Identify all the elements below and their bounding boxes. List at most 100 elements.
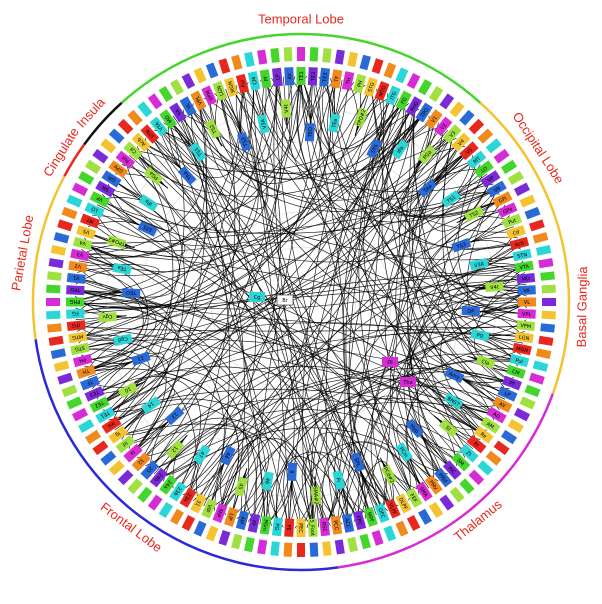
outer-node-inner: LIP	[224, 506, 239, 527]
connection-edge	[407, 219, 515, 437]
outer-node-label: MPF	[365, 511, 374, 523]
connection-edge	[97, 198, 505, 263]
region-arc	[31, 175, 66, 340]
outer-node-box	[507, 419, 524, 433]
outer-node-inner: PH	[72, 353, 93, 368]
outer-node-box	[84, 202, 105, 218]
inner-node-box	[189, 142, 207, 162]
connection-edge	[395, 158, 479, 212]
outer-node-box	[330, 69, 343, 89]
outer-node-label: 25	[145, 465, 154, 474]
outer-node-inner: DLPF	[395, 493, 412, 514]
connection-edge	[131, 98, 207, 455]
outer-node-label: V1	[73, 274, 80, 281]
outer-node-box	[101, 170, 122, 188]
outer-node-inner: Pul	[235, 73, 250, 94]
outer-node-box	[518, 297, 536, 307]
connection-edge	[72, 187, 181, 305]
outer-node-label: MC	[447, 466, 457, 476]
outer-node-inner: V1	[66, 272, 86, 284]
outer-node-box	[170, 79, 184, 96]
connection-edge	[77, 349, 197, 500]
connection-edge	[157, 368, 515, 480]
inner-node-label: Amy	[448, 371, 461, 381]
outer-node-inner: Rt	[466, 435, 487, 454]
outer-node-box	[117, 118, 134, 135]
hub-node-box	[276, 294, 294, 306]
outer-node-box	[147, 93, 163, 110]
outer-node-box	[535, 348, 552, 359]
outer-node-inner: CM	[247, 71, 261, 91]
region-arc	[120, 32, 482, 104]
outer-node	[244, 536, 255, 553]
outer-node	[309, 47, 319, 62]
connection-edge	[84, 368, 240, 516]
inner-node: PGa	[143, 166, 164, 186]
inner-node: V4t	[280, 99, 291, 118]
outer-node	[477, 460, 494, 476]
region-arc	[63, 143, 86, 177]
outer-node-label: VPM	[205, 89, 215, 101]
connection-edge	[457, 158, 529, 302]
outer-node-box	[493, 148, 510, 164]
outer-node-label: PE	[285, 524, 291, 530]
inner-node-label: V3A	[260, 118, 268, 130]
outer-node-inner: TH	[341, 71, 355, 91]
inner-node-label: TS2	[209, 123, 219, 135]
outer-node-box	[108, 128, 125, 144]
inner-node: SPL	[350, 452, 365, 473]
connection-edge	[317, 75, 505, 217]
outer-node-label: SN	[101, 184, 110, 193]
outer-node-inner: V1	[424, 109, 443, 130]
outer-node-box	[434, 467, 453, 488]
outer-node-box	[181, 514, 196, 532]
outer-node-inner: LO	[473, 160, 494, 179]
outer-node-box	[519, 194, 536, 208]
outer-node-label: MIP	[215, 507, 224, 517]
outer-node-box	[473, 160, 494, 179]
outer-node-inner: 32	[131, 452, 151, 472]
inner-node-box	[219, 445, 236, 466]
outer-node-label: MGN	[515, 346, 528, 354]
outer-node-box	[309, 542, 319, 557]
outer-node-inner: VP	[480, 170, 501, 188]
outer-node-box	[190, 90, 207, 111]
connection-edge	[74, 277, 314, 530]
outer-node-inner: Acb	[509, 236, 530, 251]
outer-node	[257, 539, 268, 555]
region-arc	[551, 218, 571, 395]
outer-node	[519, 396, 536, 410]
connection-edge	[97, 370, 249, 523]
outer-node-box	[307, 67, 318, 86]
outer-node-box	[201, 85, 217, 106]
outer-node-label: LO	[91, 205, 99, 213]
outer-node-box	[169, 481, 187, 502]
outer-node-label: V3	[76, 250, 84, 257]
outer-node-label: V2	[74, 262, 81, 269]
connection-edge	[74, 317, 372, 519]
outer-node-inner: MT	[466, 150, 487, 169]
outer-node-label: TE3	[322, 72, 329, 83]
outer-node-label: AD	[492, 411, 501, 420]
outer-node	[459, 478, 475, 495]
outer-node	[500, 159, 518, 175]
inner-node-box	[113, 333, 133, 347]
outer-node	[493, 440, 510, 456]
outer-node-box	[131, 452, 151, 472]
outer-node	[541, 284, 556, 294]
outer-node-label: FPC	[354, 515, 362, 526]
outer-node-label: OFC	[376, 507, 385, 519]
outer-node-inner: CM	[505, 364, 526, 379]
outer-node-inner: Pul	[509, 353, 530, 368]
outer-node	[100, 450, 117, 466]
inner-node-label: TPO#2	[356, 109, 367, 128]
inner-node: 9	[287, 462, 298, 482]
outer-node-box	[218, 58, 231, 74]
outer-node-box	[385, 85, 401, 106]
outer-node	[170, 79, 184, 96]
inner-node-box	[121, 288, 141, 299]
outer-node-box	[459, 443, 479, 463]
outer-node	[270, 541, 280, 556]
outer-node-label: 23a	[182, 492, 192, 503]
